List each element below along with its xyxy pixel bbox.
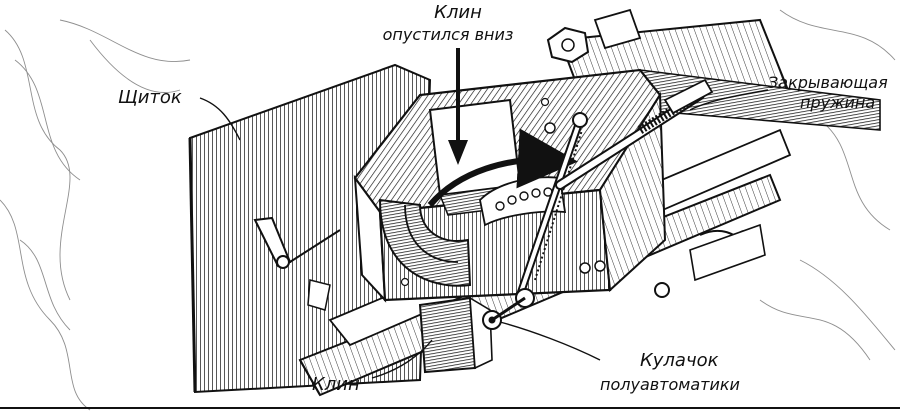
label-wedge-lowered-line1: Клин <box>434 2 482 23</box>
closing-spring <box>515 78 714 308</box>
label-wedge: Клин <box>312 374 360 395</box>
motion-arrow <box>427 128 578 207</box>
label-cam-line1: Кулачок <box>640 350 719 371</box>
label-closing-spring-line1: Закрывающая <box>768 73 888 92</box>
leader-lines <box>199 89 769 379</box>
label-wedge-lowered-line2: опустился вниз <box>383 25 514 44</box>
semiautomatic-cam <box>482 296 526 330</box>
down-arrow <box>448 48 468 165</box>
background-smoke <box>0 9 896 411</box>
side-pins <box>654 223 766 298</box>
label-shield: Щиток <box>118 87 182 108</box>
breech-block <box>353 68 667 303</box>
label-cam-line2: полуавтоматики <box>600 375 740 394</box>
label-closing-spring-line2: пружина <box>800 93 875 112</box>
wedge-block <box>418 296 493 374</box>
